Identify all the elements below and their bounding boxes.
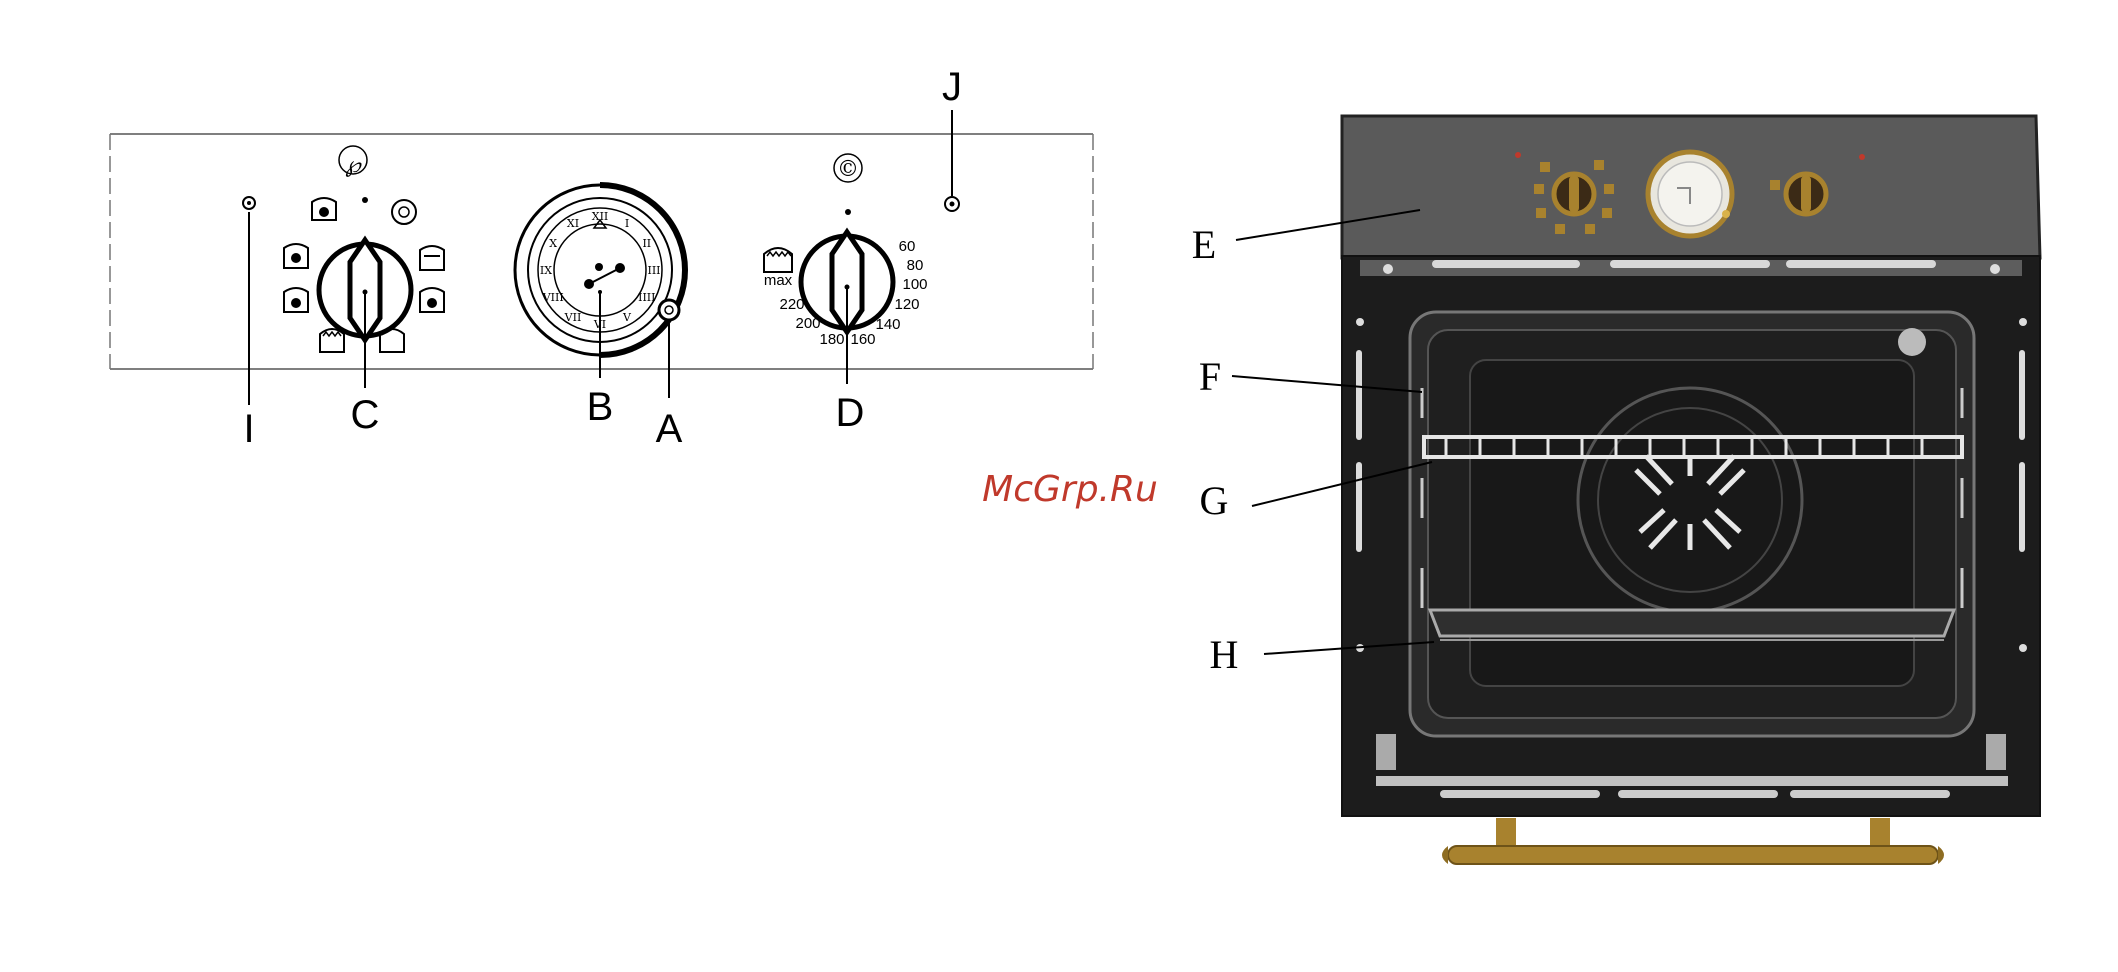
watermark: McGrp.Ru <box>982 469 1158 510</box>
label-e: E <box>1192 222 1216 267</box>
temp-mark: 180 <box>819 331 844 348</box>
bottom-heat-icon <box>380 329 404 352</box>
temp-mark: 140 <box>875 316 900 333</box>
clock-numeral: II <box>642 237 651 250</box>
temp-mark: 120 <box>894 296 919 313</box>
clock-icon <box>1648 152 1732 236</box>
label-c: C <box>351 393 380 437</box>
grill-icon <box>284 288 308 312</box>
temp-mark: 80 <box>907 257 924 274</box>
max-heat-icon <box>764 248 792 272</box>
clock-numeral: III <box>647 264 660 277</box>
clock-numeral: V <box>622 311 632 324</box>
temperature-knob-icon: © max 60 80 100 120 140 160 180 200 220 <box>764 154 928 348</box>
top-heat-icon <box>420 246 444 270</box>
label-b: B <box>587 385 614 429</box>
label-j: J <box>942 65 962 109</box>
defrost-icon <box>392 200 416 224</box>
fan-icon <box>284 244 308 268</box>
oven-illustration: E F G H <box>1192 116 2040 864</box>
label-a: A <box>656 407 683 451</box>
clock-numeral: VIII <box>542 291 564 304</box>
clock-numeral: IIII <box>638 291 655 304</box>
max-label: max <box>764 272 793 289</box>
label-i: I <box>243 407 254 451</box>
clock-numeral: IX <box>540 264 552 277</box>
label-h: H <box>1210 632 1239 677</box>
thermostat-symbol: © <box>837 157 859 182</box>
clock-numeral: X <box>549 237 557 250</box>
clock-numeral: XI <box>567 217 579 230</box>
clock-numeral: VII <box>564 311 582 324</box>
indicator-lamp-icon <box>243 197 255 209</box>
temp-mark: 200 <box>795 315 820 332</box>
fan-icon <box>420 288 444 312</box>
door-handle <box>1442 818 1944 864</box>
temp-mark: 160 <box>850 331 875 348</box>
grill-icon <box>320 329 344 352</box>
temp-mark: 220 <box>779 296 804 313</box>
indicator-lamp-icon <box>945 197 959 211</box>
temp-mark: 60 <box>899 238 916 255</box>
label-g: G <box>1200 478 1229 523</box>
label-d: D <box>836 391 865 435</box>
temp-mark: 100 <box>902 276 927 293</box>
fan-icon <box>312 198 336 220</box>
clock-numeral: I <box>625 217 629 230</box>
label-f: F <box>1199 354 1221 399</box>
control-panel-schematic: ℘ <box>110 65 1093 451</box>
baking-tray <box>1430 610 1954 640</box>
